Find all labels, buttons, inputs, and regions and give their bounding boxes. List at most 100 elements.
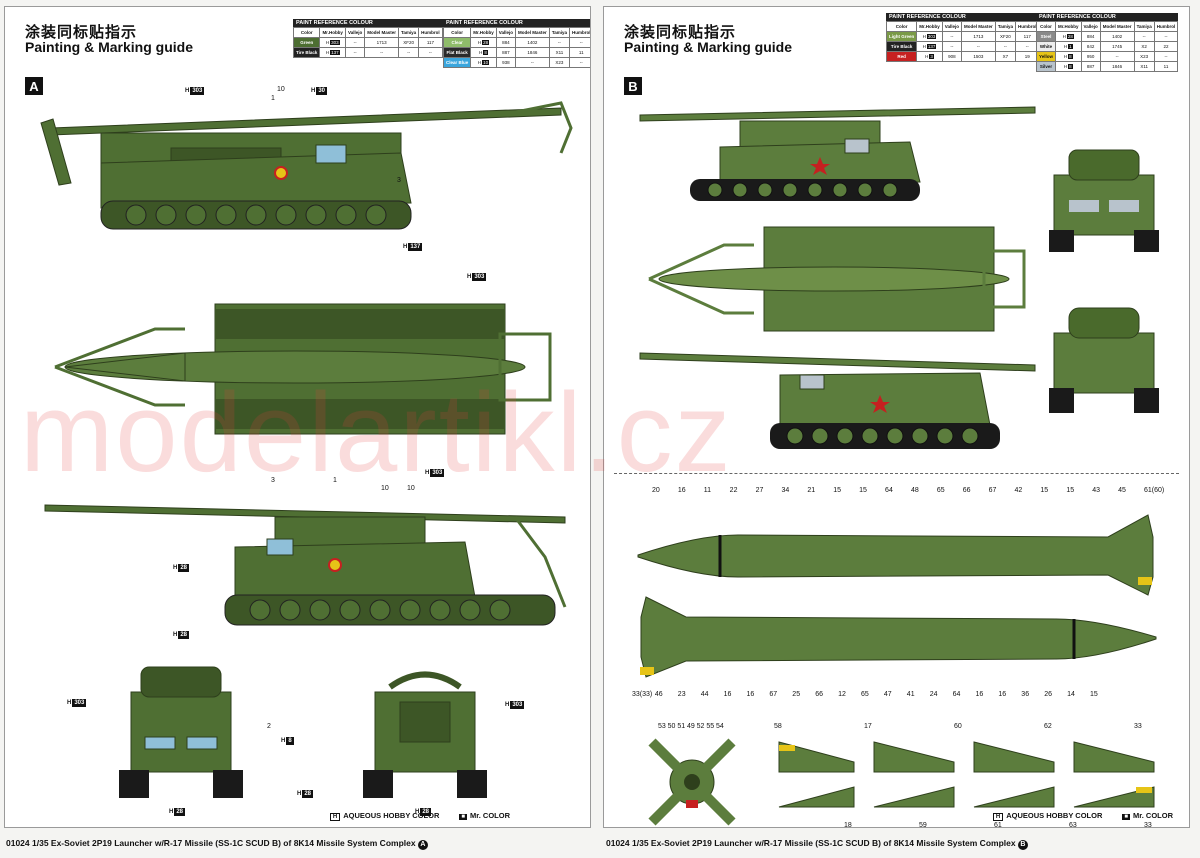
- part-number: 61: [994, 822, 1002, 828]
- table-header: Humbrol: [569, 27, 590, 38]
- part-number: 34: [781, 487, 790, 494]
- title-english: Painting & Marking guide: [25, 39, 194, 55]
- vehicle-front-view: [119, 666, 243, 798]
- part-number: 3: [397, 177, 401, 184]
- table-header: Vallejo: [344, 27, 366, 38]
- part-number: 65: [861, 691, 869, 698]
- part-number: 24: [929, 691, 938, 698]
- panel-a: 涂装同标贴指示 Painting & Marking guide A PAINT…: [4, 6, 591, 828]
- part-number: 1: [271, 95, 275, 102]
- table-header: Humbrol: [1153, 21, 1179, 32]
- fin-parts: [778, 741, 1155, 808]
- table-header: Tamiya: [548, 27, 571, 38]
- part-number: 14: [1067, 691, 1075, 698]
- table-header: Model Master: [961, 21, 996, 32]
- table-header: Vallejo: [1080, 21, 1101, 32]
- part-number: 2: [267, 723, 271, 730]
- part-number: 44: [700, 691, 709, 698]
- missile-rear-fin-view: [648, 738, 736, 826]
- part-number: 16: [677, 487, 686, 494]
- part-number: 58: [774, 723, 782, 730]
- table-header: Humbrol: [418, 27, 443, 38]
- part-number: 52: [696, 723, 705, 730]
- table-header: Color: [292, 27, 321, 38]
- part-number: 53: [658, 723, 666, 730]
- part-number: 3: [271, 477, 275, 484]
- part-number: 60: [954, 723, 962, 730]
- part-number: 10: [407, 485, 415, 492]
- table-header: Color: [442, 27, 472, 38]
- table-header: Model Master: [1099, 21, 1135, 32]
- table-header: Color: [1035, 21, 1057, 32]
- vehicle-side-view-b1: [639, 106, 1036, 201]
- table-header: Vallejo: [495, 27, 517, 38]
- table-header: Mr.Hobby: [1055, 21, 1082, 32]
- table-header: Color: [885, 21, 918, 32]
- part-number: 33: [1144, 822, 1152, 828]
- section-divider: [614, 473, 1179, 474]
- part-number: 12: [838, 691, 846, 698]
- part-number: 33(33): [632, 691, 653, 698]
- part-number: 48: [910, 487, 919, 494]
- part-number: 20: [652, 487, 660, 494]
- part-number: 27: [755, 487, 764, 494]
- missile-view-bottom: [640, 596, 1157, 678]
- part-number: 21: [807, 487, 816, 494]
- part-number: 45: [1118, 487, 1126, 494]
- part-number: 64: [885, 487, 893, 494]
- vehicle-side-view-1: [40, 101, 573, 230]
- vehicle-side-view-2: [44, 504, 567, 626]
- part-number: 33: [1134, 723, 1142, 730]
- scheme-letter-a: A: [25, 77, 43, 95]
- table-header: Model Master: [515, 27, 550, 38]
- part-number: 25: [792, 691, 801, 698]
- part-number: 15: [1040, 487, 1049, 494]
- vehicle-front-view-b: [1049, 149, 1159, 252]
- part-number: 1: [333, 477, 337, 484]
- part-number: 43: [1092, 487, 1100, 494]
- part-number: 51: [677, 723, 686, 730]
- part-number: 15: [1090, 691, 1098, 698]
- part-number: 64: [952, 691, 961, 698]
- vehicle-rear-view-b: [1049, 307, 1159, 413]
- part-number: 49: [687, 723, 695, 730]
- table-header: Mr.Hobby: [319, 27, 346, 38]
- part-number: 26: [1044, 691, 1052, 698]
- part-number: 15: [833, 487, 842, 494]
- table-header: Vallejo: [941, 21, 963, 32]
- part-number: 18: [844, 822, 852, 828]
- part-number: 67: [988, 487, 997, 494]
- missile-view-top: [637, 514, 1154, 596]
- part-number: 65: [936, 487, 945, 494]
- part-number: 55: [706, 723, 715, 730]
- part-number: 23: [677, 691, 686, 698]
- part-number: 22: [729, 487, 738, 494]
- part-number: 47: [883, 691, 892, 698]
- table-header: Mr.Hobby: [916, 21, 943, 32]
- part-number: 42: [1014, 487, 1023, 494]
- part-number: 62: [1044, 723, 1052, 730]
- vehicle-top-view-b: [648, 226, 1026, 332]
